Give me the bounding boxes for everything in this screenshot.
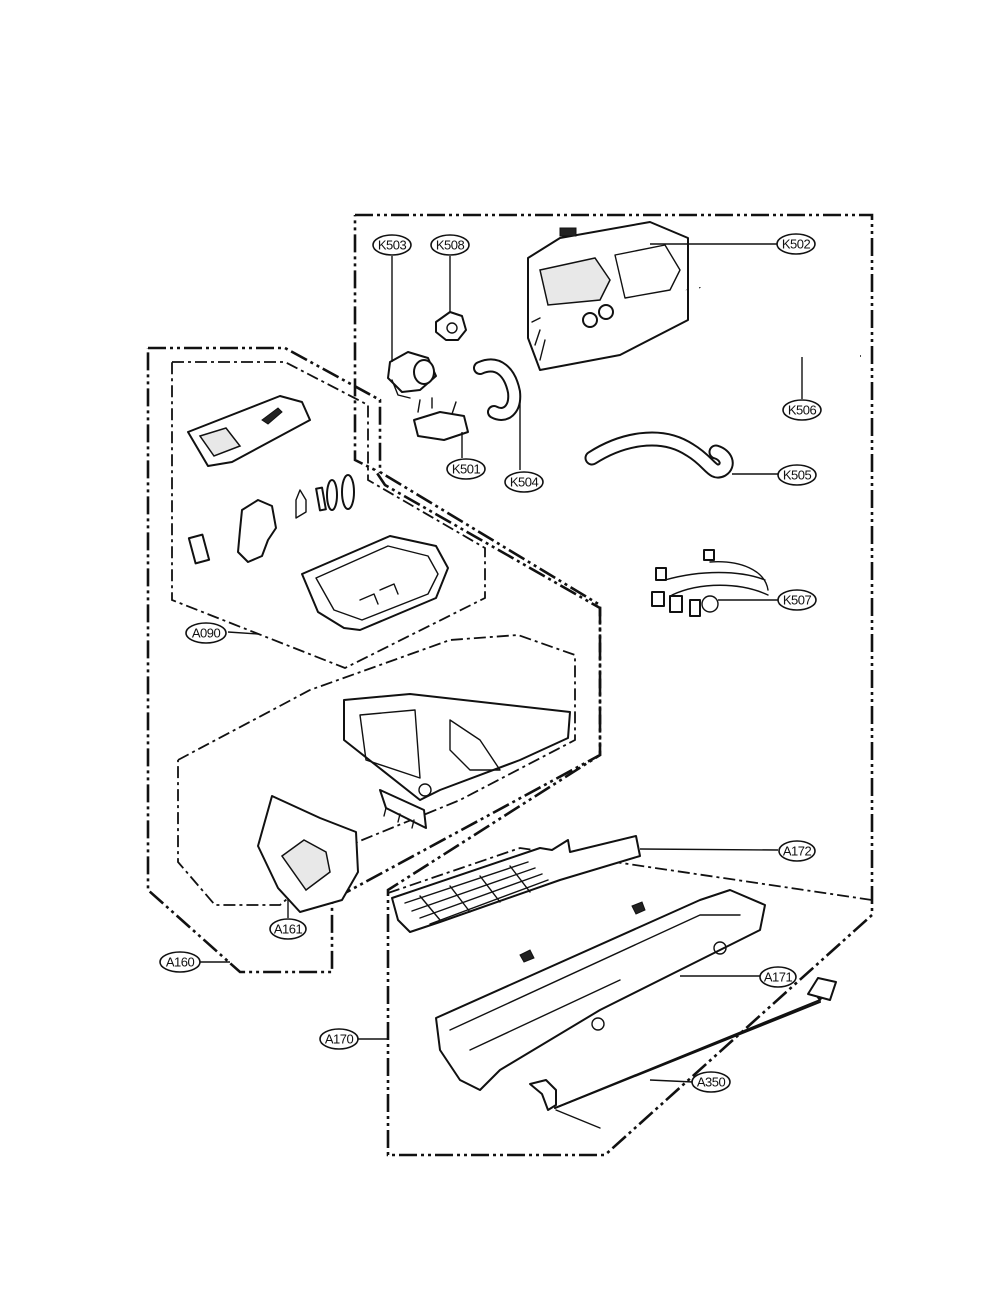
callout-label: A170 — [325, 1032, 354, 1047]
drawer-clip-part[interactable] — [379, 789, 427, 829]
drawer-panel-part[interactable] — [257, 795, 359, 913]
callout-a350[interactable]: A350 — [691, 1071, 731, 1093]
callout-label: A350 — [697, 1075, 726, 1090]
callout-label: A161 — [274, 922, 303, 937]
callout-label: K504 — [510, 475, 539, 490]
callout-label: K503 — [378, 238, 407, 253]
callout-k501[interactable]: K501 — [446, 458, 486, 480]
rail-part[interactable] — [529, 977, 837, 1129]
leader-a350 — [649, 1079, 694, 1083]
boundary-a161 — [177, 634, 576, 906]
drawer-housing-part[interactable] — [343, 693, 571, 801]
clamp-part[interactable] — [435, 311, 467, 341]
callout-a172[interactable]: A172 — [778, 840, 816, 862]
tray-part[interactable] — [435, 889, 766, 1091]
callout-k507[interactable]: K507 — [777, 589, 817, 611]
leader-a172 — [639, 848, 779, 851]
callout-label: K502 — [782, 237, 811, 252]
callout-label: A160 — [166, 955, 195, 970]
leader-a090 — [227, 631, 259, 635]
valve-part[interactable] — [387, 351, 437, 399]
callout-label: A172 — [783, 844, 812, 859]
dispenser-cap-part[interactable] — [187, 395, 311, 467]
callout-label: K501 — [452, 462, 481, 477]
dispenser-tray-part[interactable] — [301, 535, 449, 631]
u-hose-part[interactable] — [584, 431, 734, 479]
callout-a171[interactable]: A171 — [759, 966, 797, 988]
callout-k502[interactable]: K502 — [776, 233, 816, 255]
short-hose-part[interactable] — [473, 358, 522, 421]
grid-cover-part[interactable] — [391, 835, 641, 933]
callout-a170[interactable]: A170 — [319, 1028, 359, 1050]
callout-a090[interactable]: A090 — [185, 622, 227, 644]
callout-a160[interactable]: A160 — [159, 951, 201, 973]
callout-a161[interactable]: A161 — [269, 918, 307, 940]
callout-label: K508 — [436, 238, 465, 253]
boundary-a090 — [171, 361, 486, 669]
callout-k508[interactable]: K508 — [430, 234, 470, 256]
callout-label: K506 — [788, 403, 817, 418]
callout-k504[interactable]: K504 — [504, 471, 544, 493]
boundary-a170 — [387, 847, 873, 901]
long-hose-part[interactable] — [697, 286, 861, 359]
wire-harness-part[interactable] — [651, 549, 769, 617]
callout-k503[interactable]: K503 — [372, 234, 412, 256]
callout-k505[interactable]: K505 — [777, 464, 817, 486]
callout-label: A090 — [192, 626, 221, 641]
callout-k506[interactable]: K506 — [782, 399, 822, 421]
boundary-k-group — [353, 213, 874, 1157]
bracket-part[interactable] — [413, 397, 469, 441]
callout-label: K505 — [783, 468, 812, 483]
callout-label: A171 — [764, 970, 793, 985]
siphon-part[interactable] — [187, 474, 355, 565]
steam-generator-part[interactable] — [527, 221, 689, 371]
boundary-a160 — [146, 346, 602, 974]
callout-label: K507 — [783, 593, 812, 608]
